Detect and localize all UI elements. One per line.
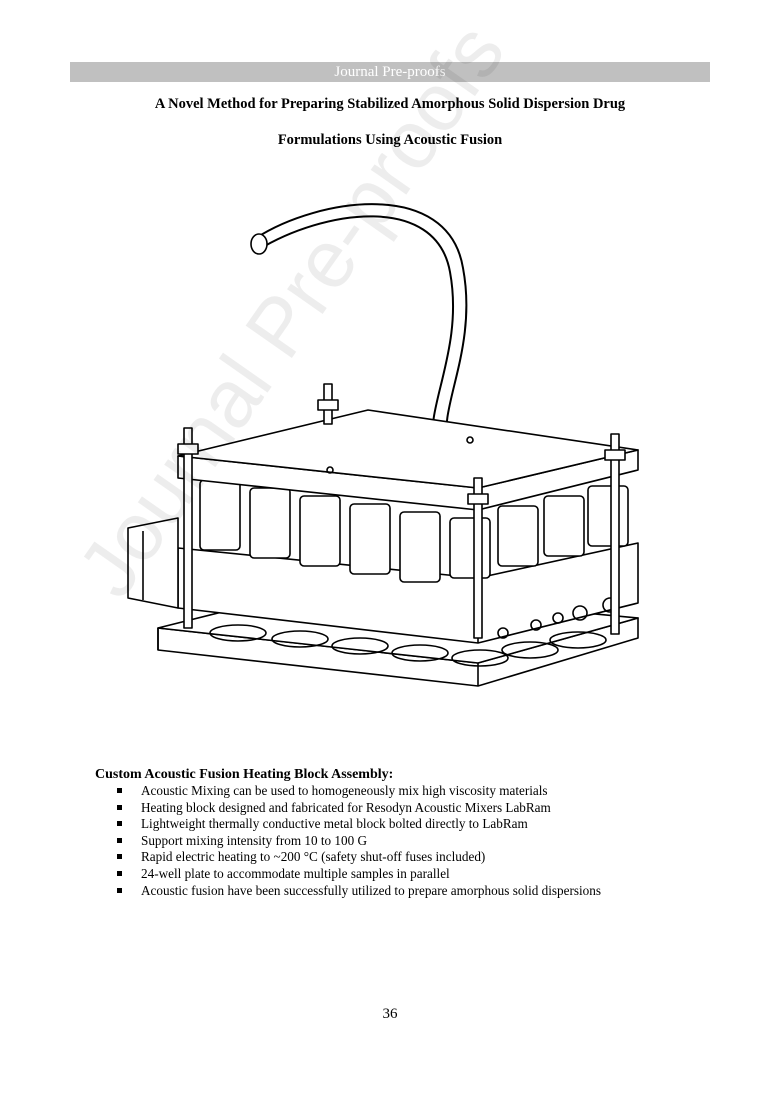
page-number: 36	[382, 1006, 398, 1022]
list-item: Rapid electric heating to ~200 °C (safet…	[117, 849, 715, 866]
assembly-description: Custom Acoustic Fusion Heating Block Ass…	[95, 767, 715, 899]
journal-header-bar: Journal Pre-proofs	[70, 62, 710, 82]
list-item: Acoustic fusion have been successfully u…	[117, 883, 715, 900]
tube	[255, 203, 468, 444]
list-item: Heating block designed and fabricated fo…	[117, 800, 715, 817]
list-item: 24-well plate to accommodate multiple sa…	[117, 866, 715, 883]
list-item: Lightweight thermally conductive metal b…	[117, 816, 715, 833]
section-heading: Custom Acoustic Fusion Heating Block Ass…	[95, 767, 394, 782]
bolts	[177, 383, 626, 639]
list-item: Support mixing intensity from 10 to 100 …	[117, 833, 715, 850]
paper-title-line-1: A Novel Method for Preparing Stabilized …	[154, 96, 626, 112]
journal-name: Journal Pre-proofs	[334, 64, 446, 80]
side-connector-box	[127, 517, 179, 609]
heating-block-assembly-drawing	[127, 203, 639, 687]
list-item: Acoustic Mixing can be used to homogeneo…	[117, 783, 715, 800]
vials	[199, 479, 629, 583]
paper-title-line-2: Formulations Using Acoustic Fusion	[277, 132, 503, 148]
feature-list: Acoustic Mixing can be used to homogeneo…	[95, 783, 715, 899]
top-plate	[177, 409, 639, 511]
